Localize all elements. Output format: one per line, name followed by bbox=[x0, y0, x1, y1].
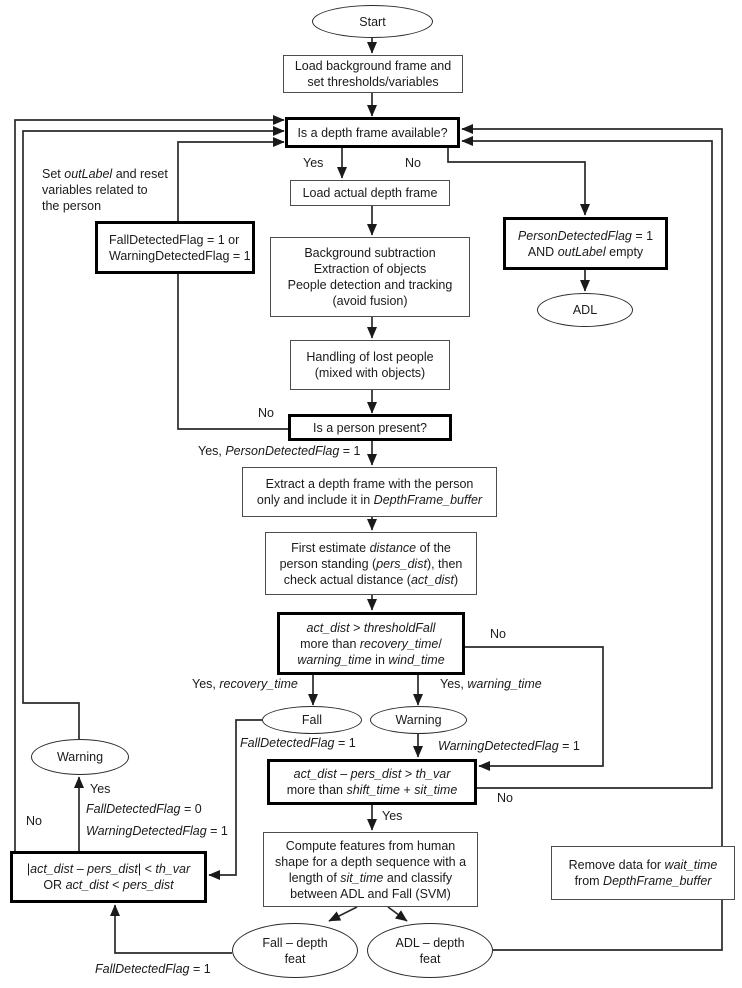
label-no-depth: No bbox=[405, 156, 421, 170]
adl-state-node: ADL bbox=[537, 293, 633, 327]
arrow-personpresent-no-loop bbox=[177, 136, 288, 430]
label-yes-warning-time: Yes, warning_time bbox=[440, 677, 542, 691]
arrow-warningleft-loop bbox=[22, 125, 285, 739]
label-warning-flag-set-2: WarningDetectedFlag = 1 bbox=[86, 824, 228, 838]
fall-state-node: Fall bbox=[262, 706, 362, 734]
start-node: Start bbox=[312, 5, 433, 38]
arrow-recoverycheck-no-loop bbox=[14, 114, 285, 851]
arrow-thresholdfall-no bbox=[465, 646, 604, 772]
arrow-fall-to-recoverycheck bbox=[208, 719, 262, 881]
label-fall-flag-set: FallDetectedFlag = 1 bbox=[240, 736, 356, 750]
arrow-compute-to-adldepth bbox=[387, 906, 408, 922]
arrow-compute-to-falldepth bbox=[328, 906, 358, 922]
label-yes-recovery-time: Yes, recovery_time bbox=[192, 677, 298, 691]
depth-frame-available-decision: Is a depth frame available? bbox=[285, 117, 460, 148]
label-fall-flag-reset: FallDetectedFlag = 0 bbox=[86, 802, 202, 816]
arrow-depthcheck-no bbox=[447, 147, 591, 216]
label-no-thvar: No bbox=[497, 791, 513, 805]
arrow-adldepth-loop bbox=[461, 123, 723, 951]
label-warning-flag-set: WarningDetectedFlag = 1 bbox=[438, 739, 580, 753]
arrow-falldepth-to-recoverycheck bbox=[109, 904, 232, 954]
person-present-decision: Is a person present? bbox=[288, 414, 452, 441]
warning-left-state-node: Warning bbox=[31, 739, 129, 775]
label-no-threshold: No bbox=[490, 627, 506, 641]
load-actual-depth-frame-node: Load actual depth frame bbox=[290, 180, 450, 206]
label-no-recovery-check: No bbox=[26, 814, 42, 828]
warning-state-node: Warning bbox=[370, 706, 467, 734]
handling-lost-people-node: Handling of lost people(mixed with objec… bbox=[290, 340, 450, 390]
label-yes-person: Yes, PersonDetectedFlag = 1 bbox=[198, 444, 361, 458]
label-yes-recovery-check: Yes bbox=[90, 782, 111, 796]
label-yes-thvar: Yes bbox=[382, 809, 403, 823]
arrow-thvar-no-loop bbox=[461, 135, 713, 789]
label-no-person: No bbox=[258, 406, 274, 420]
label-yes-depth: Yes bbox=[303, 156, 324, 170]
label-fall-flag-bottom: FallDetectedFlag = 1 bbox=[95, 962, 211, 976]
